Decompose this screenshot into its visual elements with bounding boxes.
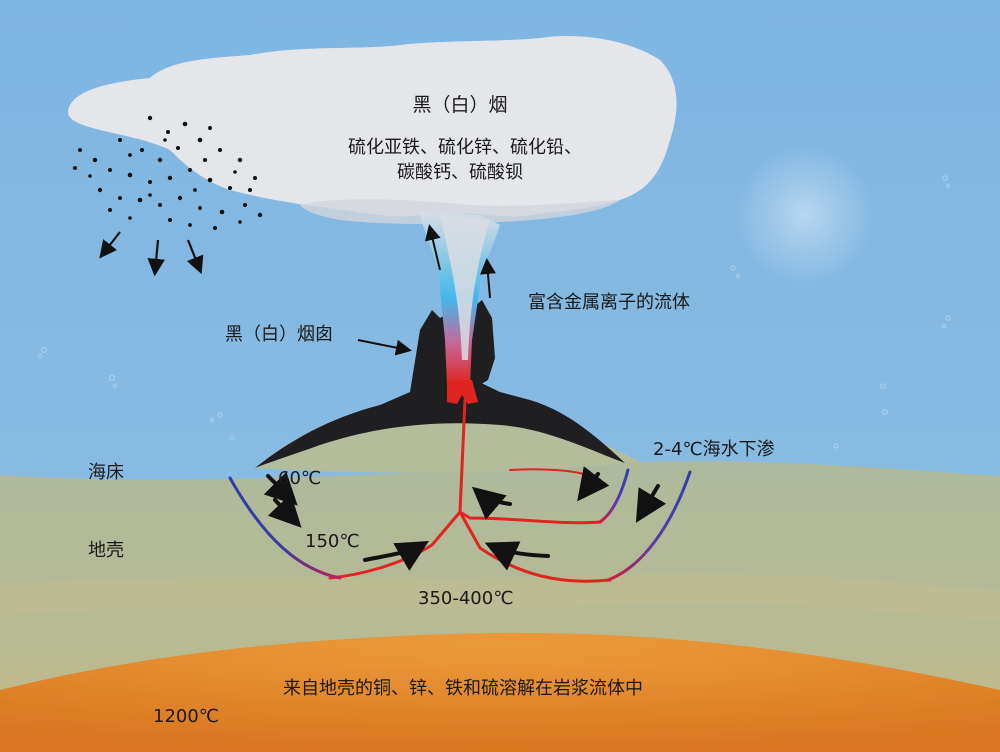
light-glow bbox=[735, 145, 875, 285]
temp-150-label: 150℃ bbox=[305, 531, 360, 552]
smoke-minerals-line-2: 碳酸钙、硫酸钡 bbox=[397, 162, 523, 183]
crust-label: 地壳 bbox=[88, 540, 124, 561]
plume-arrow-right bbox=[480, 258, 496, 299]
falling-arrow-3 bbox=[186, 239, 204, 275]
seawater-seep-label: 2-4℃海水下渗 bbox=[653, 439, 775, 460]
magma-layer bbox=[0, 632, 1000, 752]
smoke-cloud bbox=[68, 36, 677, 240]
flow-arrow-down-right-outer bbox=[635, 484, 667, 523]
smoke-minerals-line-1: 硫化亚铁、硫化锌、硫化铅、 bbox=[348, 137, 582, 158]
chimney-label: 黑（白）烟囱 bbox=[225, 324, 333, 345]
chimney-body bbox=[255, 300, 625, 468]
falling-particle-arrows bbox=[99, 231, 204, 277]
seafloor-label: 海床 bbox=[88, 462, 124, 483]
flow-arrow-down-left-lower bbox=[267, 493, 302, 528]
flow-arrow-bottom-right bbox=[484, 541, 550, 571]
chimney-pointer-arrow bbox=[357, 339, 412, 356]
crust-band bbox=[0, 573, 1000, 621]
smoke-title-label: 黑（白）烟 bbox=[412, 94, 508, 116]
plume-arrow-left bbox=[424, 224, 441, 271]
temp-350-400-label: 350-400℃ bbox=[418, 588, 514, 609]
flow-arrow-down-right-inner bbox=[577, 466, 610, 502]
bubbles bbox=[37, 175, 951, 449]
magma-note-label: 来自地壳的铜、锌、铁和硫溶解在岩浆流体中 bbox=[283, 678, 643, 699]
metal-fluid-label: 富含金属离子的流体 bbox=[528, 292, 690, 313]
flow-arrow-bottom-left bbox=[363, 540, 429, 571]
falling-arrow-1 bbox=[99, 231, 121, 259]
falling-arrow-2 bbox=[147, 239, 165, 277]
temp-1200-label: 1200℃ bbox=[153, 706, 220, 727]
temp-60-label: 60℃ bbox=[278, 468, 322, 489]
flow-arrow-inner-right bbox=[471, 486, 512, 520]
particle-dots bbox=[73, 115, 263, 230]
